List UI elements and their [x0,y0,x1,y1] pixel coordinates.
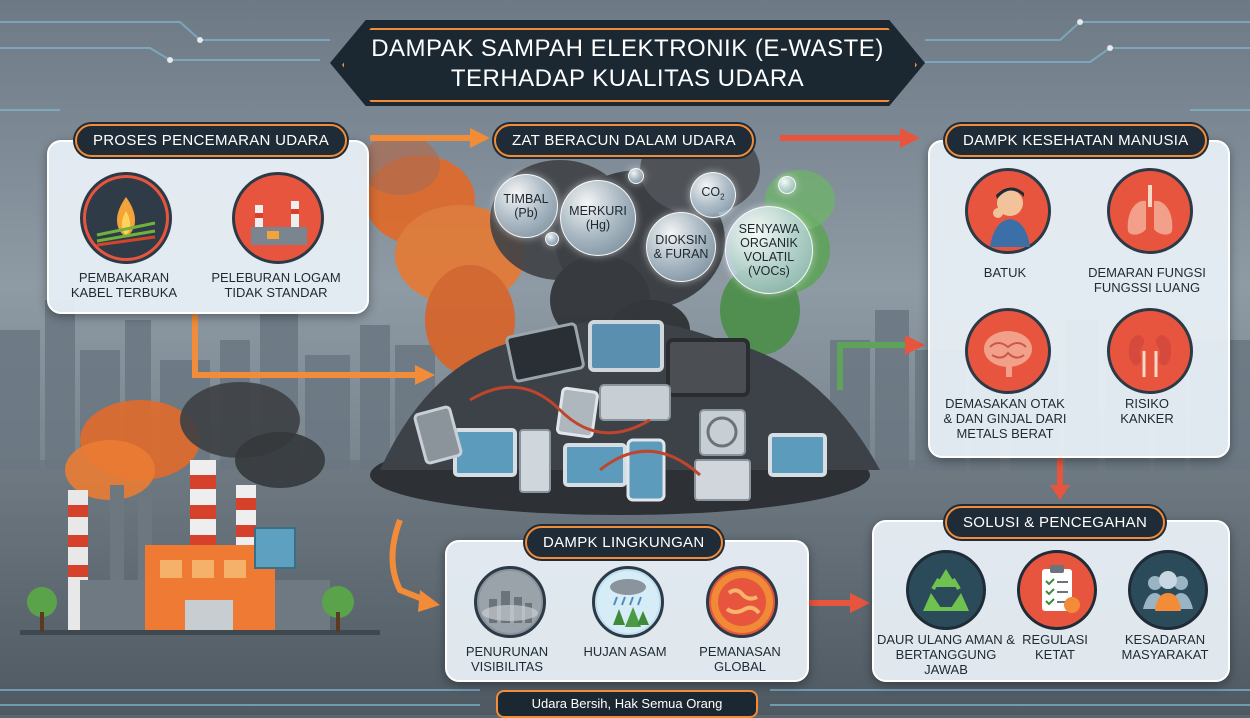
flow-arrows [192,135,1063,606]
bubble-small-2 [628,168,644,184]
people-icon [1128,550,1208,630]
burning-cable-icon [80,172,172,264]
brain-icon [965,308,1051,394]
header-kesehatan: DAMPK KESEHATAN MANUSIA [945,124,1207,157]
arrow-heads [415,128,1070,613]
bubble-co2: CO2 [690,172,736,218]
circuit-lines [0,21,1250,706]
title-line-1: DAMPAK SAMPAH ELEKTRONIK (E-WASTE) [371,35,884,62]
bubble-dioksin: DIOKSIN& FURAN [646,212,716,282]
bubble-timbal: TIMBAL(Pb) [494,174,558,238]
lungs-icon [1107,168,1193,254]
bubble-small-3 [545,232,559,246]
title-banner [330,20,925,106]
title-frame [342,28,917,102]
recycle-icon [906,550,986,630]
checklist-icon [1017,550,1097,630]
label-batuk: BATUK [983,265,1027,280]
page-title: DAMPAK SAMPAH ELEKTRONIK (E-WASTE) TERHA… [330,34,925,94]
title-line-2: TERHADAP KUALITAS UDARA [450,65,805,92]
header-proses: PROSES PENCEMARAN UDARA [75,124,348,157]
coughing-person-icon [965,168,1051,254]
factory [20,382,380,635]
footer-slogan: Udara Bersih, Hak Semua Orang [496,690,758,718]
bubble-small-1 [778,176,796,194]
smelter-factory-icon [232,172,324,264]
acid-rain-icon [592,566,664,638]
smog-city-icon [474,566,546,638]
bubble-merkuri: MERKURI(Hg) [560,180,636,256]
hot-globe-icon [706,566,778,638]
e-waste-pile [370,320,880,515]
label-daur-ulang: DAUR ULANG AMAN &BERTANGGUNG JAWAB [877,632,1015,677]
header-lingkungan: DAMPK LINGKUNGAN [525,526,723,559]
kidneys-icon [1107,308,1193,394]
header-zat: ZAT BERACUN DALAM UDARA [494,124,754,157]
header-solusi: SOLUSI & PENCEGAHAN [945,506,1166,539]
label-hujan-asam: HUJAN ASAM [583,644,667,659]
